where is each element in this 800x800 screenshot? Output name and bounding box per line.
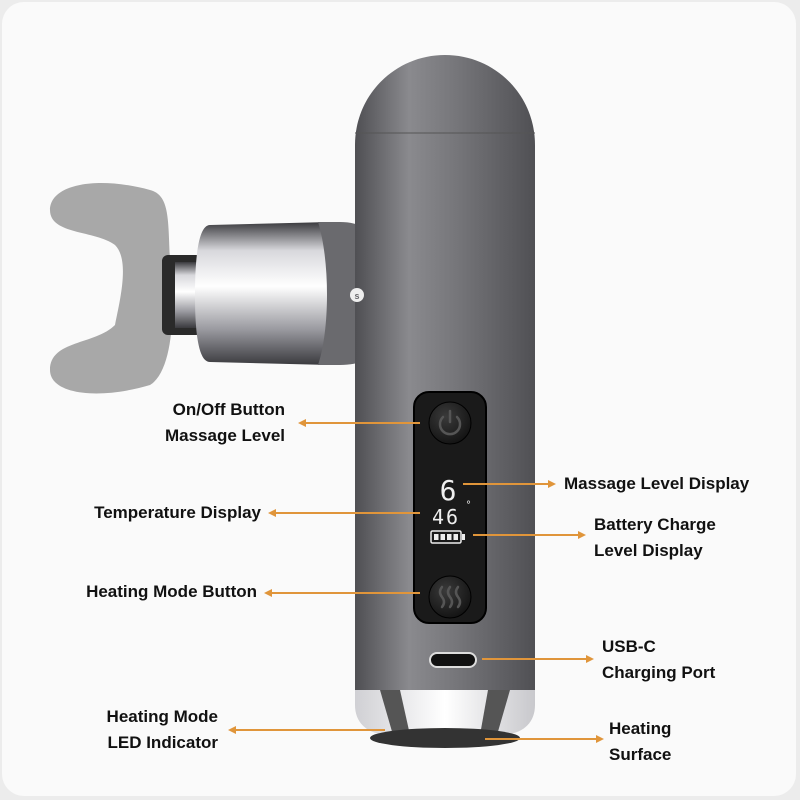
label-heating-surface: Heating Surface bbox=[609, 716, 671, 768]
usb-c-port bbox=[429, 652, 477, 668]
degree-symbol: ° bbox=[466, 500, 471, 511]
arrow-surface bbox=[485, 735, 604, 743]
label-line: Level Display bbox=[594, 541, 703, 560]
arrow-led bbox=[228, 726, 385, 734]
battery-bar bbox=[434, 534, 439, 540]
temperature-digits: 46 bbox=[432, 505, 460, 529]
power-button[interactable] bbox=[428, 401, 472, 445]
battery-bar bbox=[440, 534, 445, 540]
label-usb-port: USB-C Charging Port bbox=[602, 634, 715, 686]
arrow-massage-display bbox=[463, 480, 556, 488]
battery-bar bbox=[453, 534, 458, 540]
label-line: Charging Port bbox=[602, 663, 716, 682]
battery-bar bbox=[447, 534, 452, 540]
label-line: Massage Level bbox=[164, 426, 285, 445]
arrow-battery bbox=[473, 531, 586, 539]
arrow-temperature bbox=[268, 509, 420, 517]
label-line: Battery Charge bbox=[594, 515, 716, 534]
label-line: LED Indicator bbox=[107, 733, 218, 752]
label-line: On/Off Button bbox=[172, 400, 285, 419]
label-temperature-display: Temperature Display bbox=[94, 503, 261, 522]
massage-level-digit: 6 bbox=[440, 474, 457, 507]
power-icon bbox=[438, 409, 462, 436]
handle-body bbox=[355, 55, 535, 700]
svg-text:s: s bbox=[354, 291, 359, 301]
heat-waves-icon bbox=[438, 585, 462, 609]
label-line: USB-C bbox=[602, 637, 656, 656]
logo-icon: s bbox=[350, 288, 364, 302]
heating-mode-button[interactable] bbox=[428, 575, 472, 619]
attachment-head bbox=[50, 182, 205, 394]
label-massage-level-display: Massage Level Display bbox=[564, 474, 750, 493]
label-heating-led: Heating Mode LED Indicator bbox=[107, 704, 218, 756]
label-line: Surface bbox=[609, 745, 672, 764]
label-line: Heating Mode bbox=[106, 707, 218, 726]
label-heating-mode-button: Heating Mode Button bbox=[86, 582, 257, 601]
heating-surface bbox=[370, 728, 520, 748]
arrow-heating-button bbox=[264, 589, 420, 597]
arrow-onoff bbox=[298, 419, 420, 427]
label-line: Heating bbox=[609, 719, 672, 738]
control-panel bbox=[413, 391, 487, 624]
battery-level-icon bbox=[430, 530, 465, 544]
arrow-usb bbox=[482, 655, 594, 663]
label-onoff-button: On/Off Button Massage Level bbox=[165, 397, 285, 449]
label-battery-display: Battery Charge Level Display bbox=[594, 512, 716, 564]
